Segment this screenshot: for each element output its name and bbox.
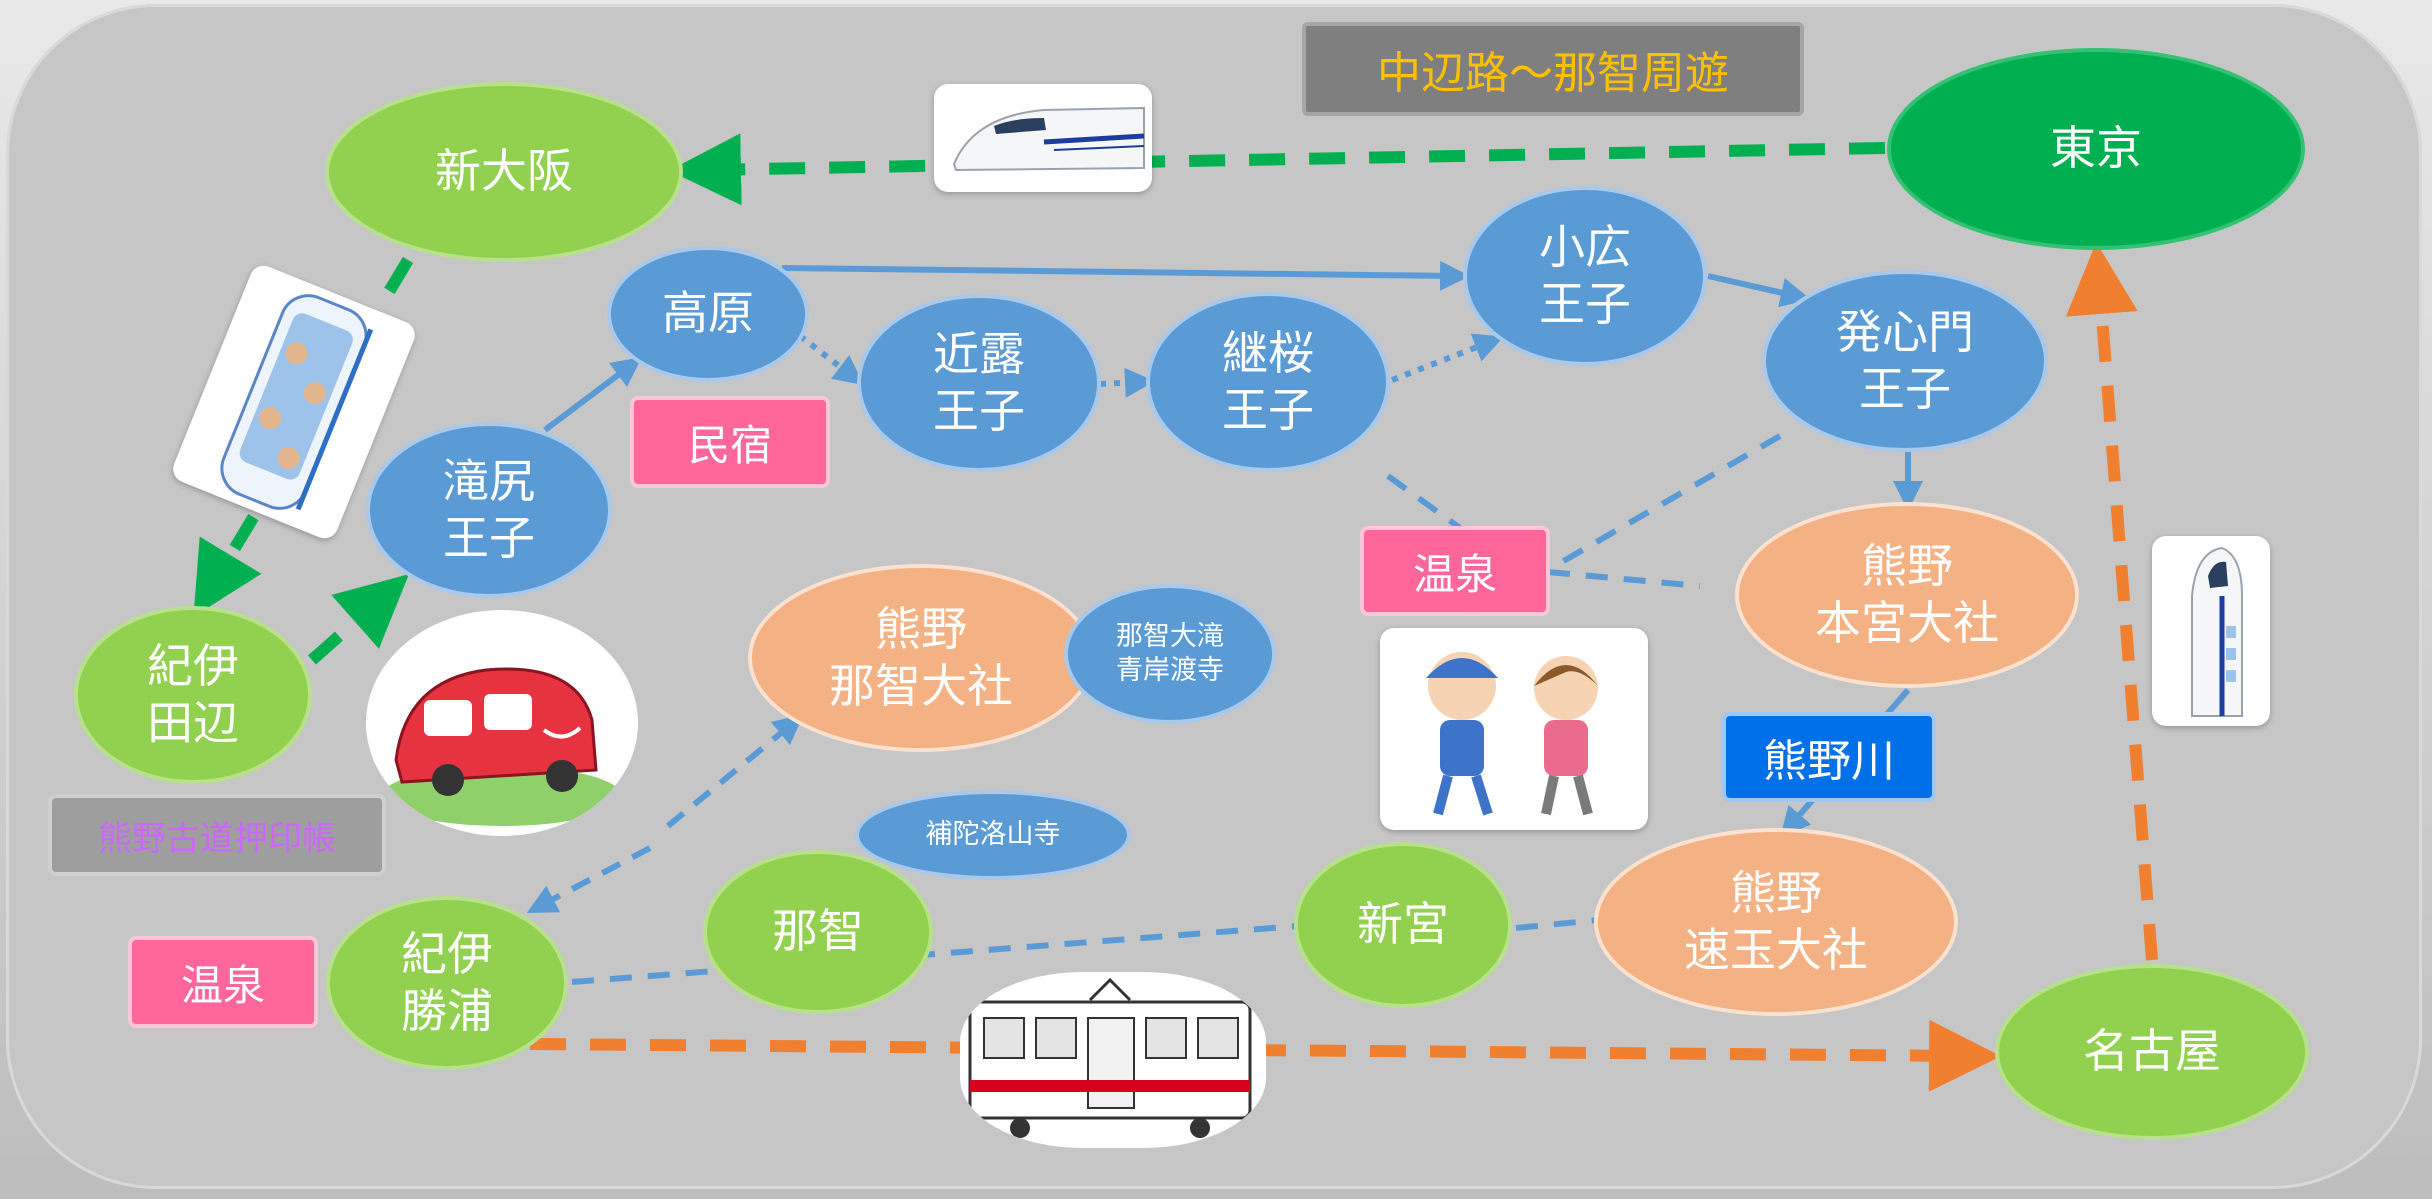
node-fudarakusan-ji: 補陀洛山寺: [855, 790, 1131, 880]
node-chikatsuyu-oji: 近露 王子: [857, 294, 1101, 472]
node-kii-katsuura: 紀伊 勝浦: [326, 896, 568, 1070]
node-kohiro-oji: 小広 王子: [1463, 186, 1707, 366]
bullet-train-picture: [2152, 536, 2270, 726]
node-kumano-hayatama-taisha: 熊野 速玉大社: [1594, 828, 1958, 1016]
node-nachi: 那智: [703, 850, 933, 1014]
node-tsugizakura-oji: 継桜 王子: [1146, 292, 1390, 472]
label-minshuku: 民宿: [630, 396, 830, 488]
label-stamp-book: 熊野古道押印帳: [48, 794, 386, 876]
node-tokyo: 東京: [1887, 48, 2305, 250]
return-rail-line: [529, 242, 2158, 1092]
node-kii-tanabe: 紀伊 田辺: [74, 606, 312, 784]
node-takahara: 高原: [607, 246, 809, 382]
local-train-picture: [960, 972, 1266, 1148]
node-shin-osaka: 新大阪: [325, 82, 683, 262]
node-kumano-hongu-taisha: 熊野 本宮大社: [1735, 502, 2079, 688]
node-shingu: 新宮: [1294, 842, 1512, 1008]
hikers-picture: [1380, 628, 1648, 830]
node-takijiri-oji: 滝尻 王子: [366, 422, 612, 598]
limited-express-picture: [168, 261, 420, 543]
node-nachi-falls-seiganto-ji: 那智大滝 青岸渡寺: [1064, 584, 1276, 724]
shinkansen-picture: [934, 84, 1152, 192]
node-kumano-nachi-taisha: 熊野 那智大社: [748, 564, 1094, 752]
route-title: 中辺路〜那智周遊: [1302, 22, 1804, 116]
label-onsen-katsuura: 温泉: [128, 936, 318, 1028]
label-onsen-hongu: 温泉: [1360, 526, 1550, 616]
label-kumano-river: 熊野川: [1722, 712, 1936, 802]
bus-picture: [366, 610, 638, 836]
node-hosshinmon-oji: 発心門 王子: [1762, 270, 2048, 452]
node-nagoya: 名古屋: [1995, 964, 2309, 1140]
